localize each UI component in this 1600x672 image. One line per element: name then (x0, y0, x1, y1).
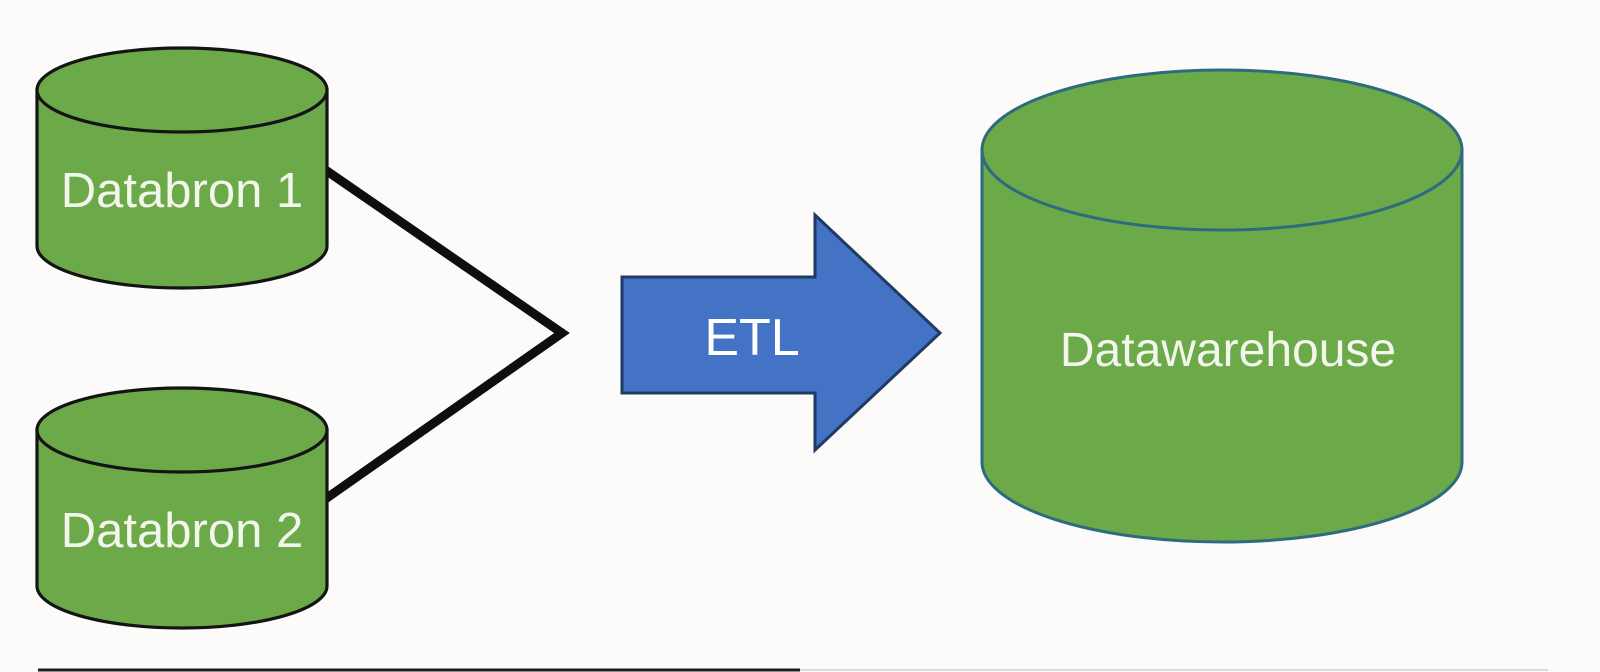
database-icon-top (980, 68, 1464, 232)
etl-arrow: ETL (620, 211, 943, 454)
database-icon (35, 88, 329, 290)
right-arrow-icon (620, 211, 943, 454)
merge-connector-lines (321, 165, 570, 504)
database-icon-top (35, 46, 329, 134)
source-cylinder-1: Databron 1 (35, 46, 329, 290)
source-1-label: Databron 1 (61, 164, 303, 218)
source-cylinder-2: Databron 2 (35, 386, 329, 630)
warehouse-label: Datawarehouse (1060, 324, 1396, 377)
database-icon (35, 428, 329, 630)
warehouse-cylinder: Datawarehouse (980, 68, 1464, 544)
source-2-label: Databron 2 (61, 504, 303, 558)
database-icon (980, 148, 1464, 544)
database-icon-top (35, 386, 329, 474)
etl-label: ETL (704, 309, 799, 367)
